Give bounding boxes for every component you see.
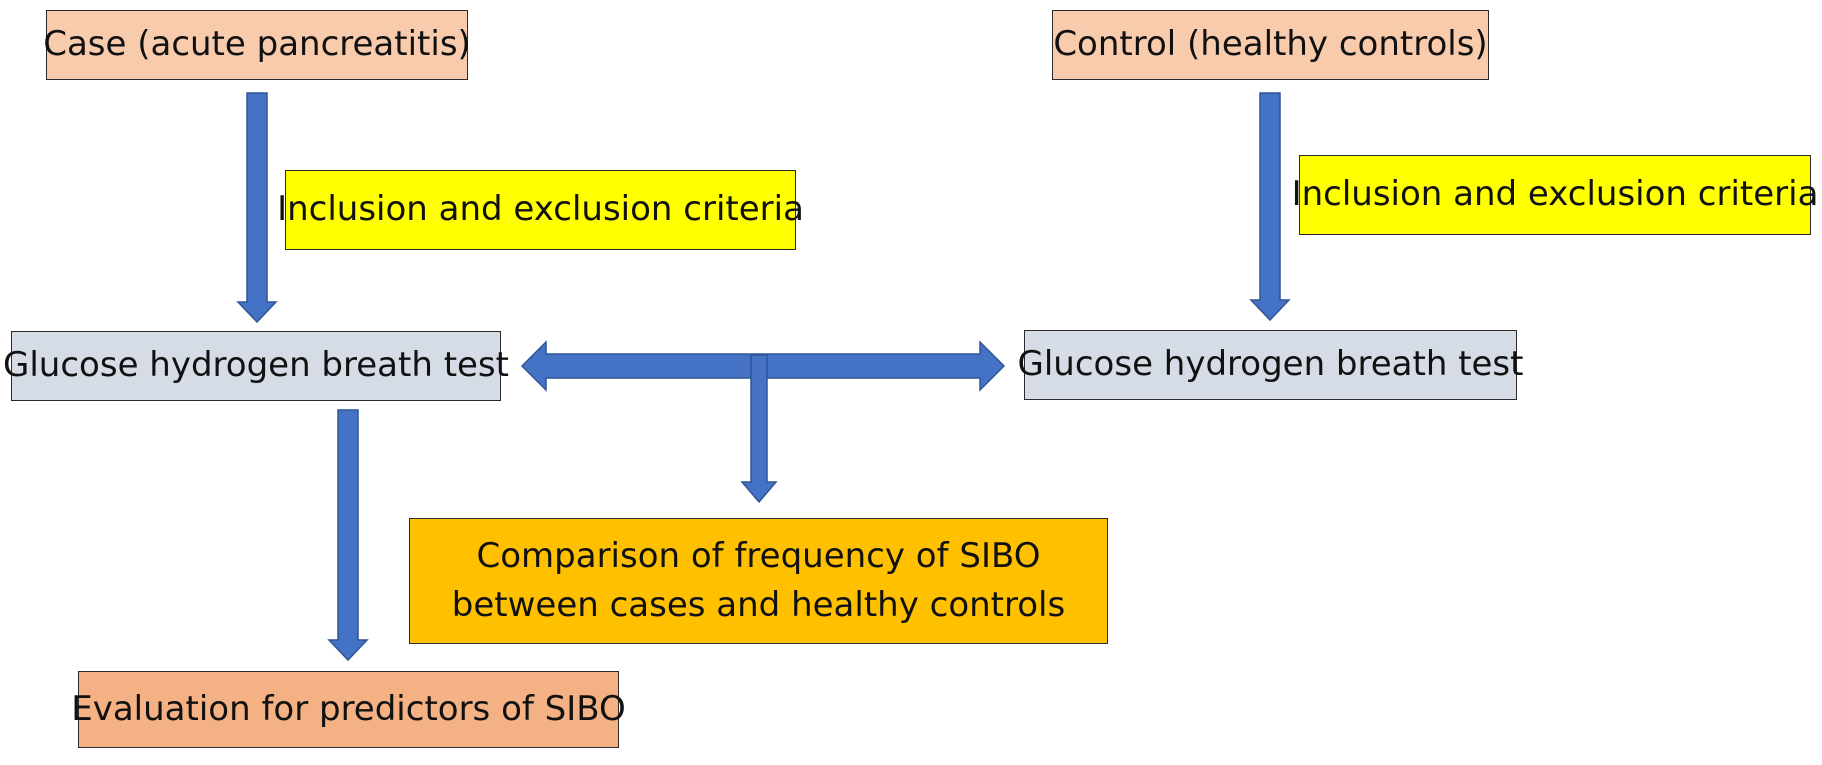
evaluation-box: Evaluation for predictors of SIBO	[71, 671, 626, 748]
arrow-to-comparison	[740, 354, 778, 504]
comparison-label: Comparison of frequency of SIBO between …	[451, 535, 1066, 625]
case-label: Case (acute pancreatitis)	[43, 24, 471, 65]
ghbt-case-box: Glucose hydrogen breath test	[3, 331, 509, 401]
control-label: Control (healthy controls)	[1053, 24, 1488, 65]
criteria-control-box: Inclusion and exclusion criteria	[1292, 155, 1818, 235]
arrow-ghbt-to-evaluation	[327, 409, 369, 662]
evaluation-label: Evaluation for predictors of SIBO	[71, 688, 626, 729]
criteria-case-box: Inclusion and exclusion criteria	[277, 170, 804, 250]
case-box: Case (acute pancreatitis)	[43, 10, 471, 80]
comparison-box: Comparison of frequency of SIBO between …	[409, 518, 1108, 644]
criteria-case-label: Inclusion and exclusion criteria	[277, 189, 804, 230]
criteria-control-label: Inclusion and exclusion criteria	[1291, 174, 1819, 215]
arrow-control-to-ghbt	[1249, 92, 1291, 322]
arrow-case-to-ghbt	[236, 92, 278, 324]
ghbt-control-box: Glucose hydrogen breath test	[1018, 330, 1523, 400]
ghbt-control-label: Glucose hydrogen breath test	[1017, 344, 1524, 385]
control-box: Control (healthy controls)	[1052, 10, 1489, 80]
ghbt-case-label: Glucose hydrogen breath test	[3, 345, 509, 386]
